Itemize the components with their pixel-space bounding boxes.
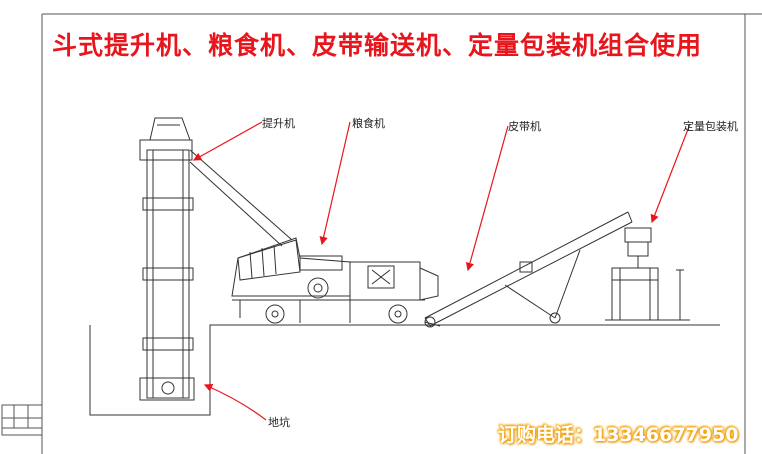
ground-and-pit [89, 324, 720, 416]
label-belt-conveyor: 皮带机 [508, 120, 541, 133]
label-elevator: 提升机 [262, 117, 295, 130]
arrow-packing-machine [650, 123, 691, 224]
belt-conveyor [424, 211, 633, 328]
pointer-arrows [192, 121, 691, 421]
label-grain-machine: 粮食机 [352, 117, 385, 130]
label-pit: 地坑 [268, 416, 290, 429]
label-packing-machine: 定量包装机 [683, 120, 738, 133]
arrow-grain-machine [319, 121, 351, 246]
grain-cleaning-machine [231, 237, 439, 324]
diagram-title: 斗式提升机、粮食机、皮带输送机、定量包装机组合使用 [52, 31, 703, 60]
packing-machine [605, 227, 690, 321]
arrow-elevator [192, 121, 263, 161]
arrow-pit [203, 383, 267, 421]
bucket-elevator [139, 117, 293, 401]
order-phone: 订购电话：13346677950 [498, 424, 739, 446]
arrow-belt-conveyor [465, 125, 509, 272]
drawing-border [1, 13, 762, 454]
